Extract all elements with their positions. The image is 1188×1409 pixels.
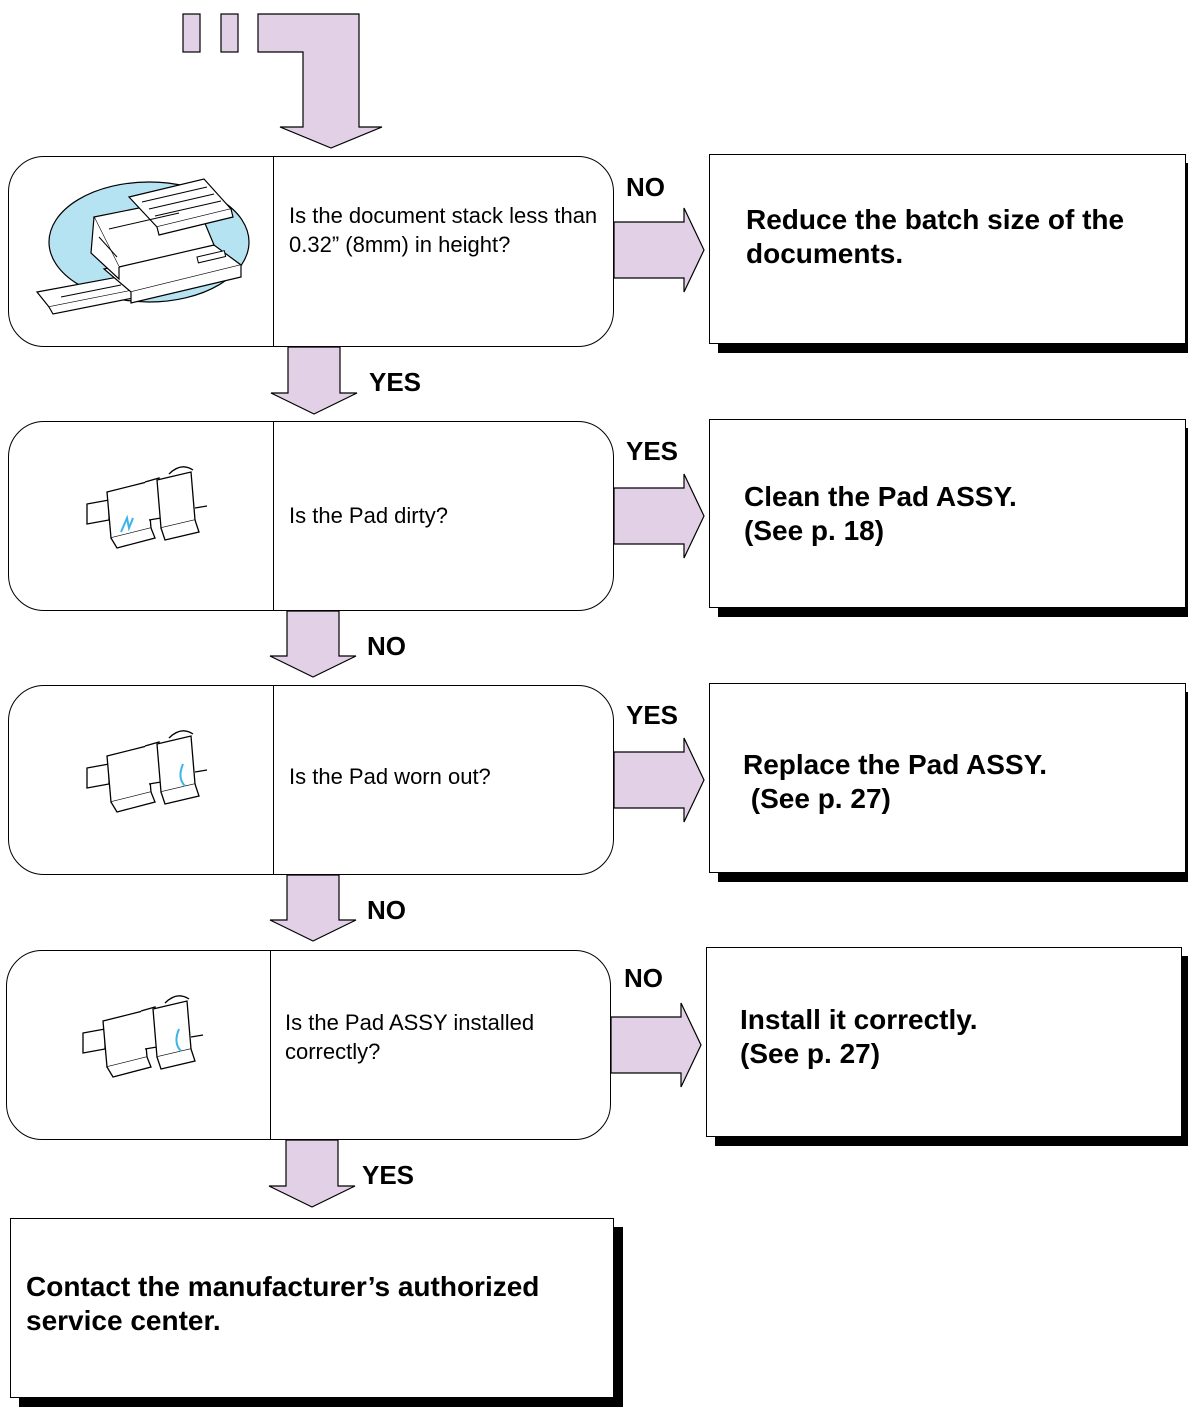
- question-image-3: [9, 686, 274, 874]
- final-action-text: Contact the manufacturer’s authorized se…: [26, 1271, 540, 1336]
- question-text-1: Is the document stack less than 0.32” (8…: [289, 203, 598, 257]
- down-label-1: YES: [369, 367, 422, 397]
- down-arrow-3: [269, 874, 357, 942]
- question-image-2: [9, 422, 274, 610]
- question-image-4: [7, 951, 271, 1139]
- action-text-2: Clean the Pad ASSY. (See p. 18): [744, 481, 1017, 546]
- final-action-box: Contact the manufacturer’s authorized se…: [10, 1218, 614, 1398]
- question-text-3: Is the Pad worn out?: [289, 764, 491, 789]
- question-image-1: [9, 157, 274, 346]
- down-label-4: YES: [362, 1160, 415, 1190]
- action-box-1: Reduce the batch size of the documents.: [709, 154, 1186, 344]
- entry-stripe-1: [182, 13, 201, 53]
- pad-assy-dirty-icon: [86, 466, 208, 549]
- entry-down-arrow: [257, 13, 383, 149]
- pad-assy-installed-icon: [82, 995, 204, 1078]
- down-label-2: NO: [367, 631, 406, 661]
- down-label-3: NO: [367, 895, 406, 925]
- side-label-3: YES: [626, 700, 679, 730]
- action-box-3: Replace the Pad ASSY. (See p. 27): [709, 683, 1186, 873]
- action-text-4: Install it correctly. (See p. 27): [740, 1004, 978, 1069]
- side-arrow-1: [613, 207, 705, 293]
- question-box-4: Is the Pad ASSY installed correctly?: [6, 950, 611, 1140]
- down-arrow-4: [268, 1139, 356, 1208]
- side-arrow-3: [613, 737, 705, 823]
- question-text-2: Is the Pad dirty?: [289, 503, 448, 528]
- side-label-1: NO: [626, 172, 665, 202]
- action-text-3: Replace the Pad ASSY. (See p. 27): [743, 749, 1047, 814]
- question-text-4: Is the Pad ASSY installed correctly?: [285, 1010, 535, 1064]
- side-arrow-2: [613, 473, 705, 559]
- side-arrow-4: [610, 1002, 702, 1088]
- down-arrow-2: [269, 610, 357, 678]
- side-label-4: NO: [624, 963, 663, 993]
- pad-assy-worn-icon: [86, 730, 208, 813]
- question-box-2: Is the Pad dirty?: [8, 421, 614, 611]
- question-box-1: Is the document stack less than 0.32” (8…: [8, 156, 614, 347]
- scanner-icon: [35, 178, 250, 315]
- side-label-2: YES: [626, 436, 679, 466]
- entry-stripe-2: [220, 13, 239, 53]
- action-box-2: Clean the Pad ASSY. (See p. 18): [709, 419, 1186, 608]
- action-box-4: Install it correctly. (See p. 27): [706, 947, 1182, 1137]
- down-arrow-1: [270, 346, 358, 415]
- question-box-3: Is the Pad worn out?: [8, 685, 614, 875]
- action-text-1: Reduce the batch size of the documents.: [746, 204, 1125, 269]
